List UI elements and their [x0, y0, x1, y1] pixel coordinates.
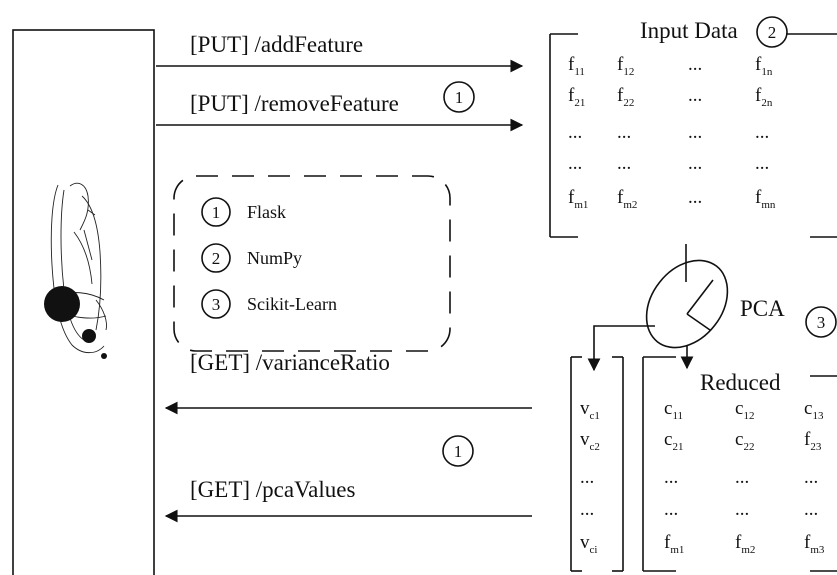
pca-to-variance-arrow	[587, 325, 655, 372]
input-data-cell: ...	[688, 85, 702, 106]
legend-marker-circle	[201, 243, 231, 273]
input-data-cell: ...	[617, 153, 631, 174]
pca-marker-circle	[805, 306, 837, 338]
input-data-cell: f21	[568, 85, 585, 109]
variance-vector-cell: ...	[580, 467, 594, 488]
variance-vector-cell: vci	[580, 532, 597, 556]
pca-label: PCA	[740, 296, 785, 321]
input-data-bracket	[549, 33, 837, 238]
legend-marker-number: 2	[212, 249, 221, 268]
add-feature-label: [PUT] /addFeature	[190, 32, 363, 57]
put-marker-number: 1	[455, 88, 464, 107]
reduced-matrix-cell: ...	[735, 467, 749, 488]
legend-marker-circle	[201, 289, 231, 319]
legend-box	[173, 175, 451, 352]
client-small-dot	[101, 353, 107, 359]
legend-label: NumPy	[247, 248, 302, 268]
pca-gauge-icon	[645, 259, 729, 349]
reduced-matrix: c11 c12 c13 c21 c22 f23.................. fm1 f…	[664, 398, 825, 556]
reduced-matrix-cell: ...	[664, 467, 678, 488]
input-data-cell: f22	[617, 85, 634, 109]
reduced-matrix-cell: c13	[804, 398, 824, 422]
variance-vector: vc1 vc2...... vci	[580, 398, 600, 556]
input-data-cell: ...	[688, 122, 702, 143]
variance-vector-bracket	[570, 356, 624, 572]
input-data-cell: f11	[568, 54, 585, 78]
reduced-matrix-cell: c12	[735, 398, 754, 422]
remove-feature-label: [PUT] /removeFeature	[190, 91, 399, 116]
legend-label: Flask	[247, 202, 286, 222]
input-data-cell: ...	[688, 54, 702, 75]
reduced-matrix-cell: ...	[735, 499, 749, 520]
reduced-matrix-cell: c21	[664, 429, 683, 453]
variance-vector-cell: vc2	[580, 429, 600, 453]
input-data-cell: fm2	[617, 187, 637, 211]
input-data-cell: f2n	[755, 85, 773, 109]
reduced-matrix-cell: fm3	[804, 532, 825, 556]
reduced-matrix-cell: c22	[735, 429, 754, 453]
legend-label: Scikit-Learn	[247, 294, 337, 314]
reduced-matrix-cell: ...	[804, 499, 818, 520]
reduced-matrix-cell: ...	[664, 499, 678, 520]
reduced-matrix-cell: c11	[664, 398, 683, 422]
input-data-cell: fm1	[568, 187, 588, 211]
input-data-cell: ...	[568, 122, 582, 143]
variance-ratio-label: [GET] /varianceRatio	[190, 350, 390, 375]
client-person-icon	[50, 182, 107, 354]
reduced-matrix-cell: fm1	[664, 532, 684, 556]
client-medium-dot	[82, 329, 96, 343]
reduced-matrix-cell: f23	[804, 429, 822, 453]
input-data-title: Input Data	[640, 18, 738, 43]
client-large-dot	[44, 286, 80, 322]
reduced-matrix-bracket	[642, 356, 837, 572]
input-data-cell: ...	[568, 153, 582, 174]
input-data-cell: ...	[755, 153, 769, 174]
client-box	[12, 29, 155, 575]
reduced-matrix-cell: fm2	[735, 532, 755, 556]
input-data-cell: ...	[755, 122, 769, 143]
input-data-matrix: f11 f12... f1n f21 f22... f2n................…	[568, 54, 776, 211]
input-data-cell: ...	[617, 122, 631, 143]
legend-marker-number: 1	[212, 203, 221, 222]
reduced-title: Reduced	[700, 370, 781, 395]
put-marker-circle	[443, 81, 475, 113]
pca-values-label: [GET] /pcaValues	[190, 477, 355, 502]
input-data-marker-number: 2	[768, 23, 777, 42]
input-data-cell: ...	[688, 187, 702, 208]
get-marker-number: 1	[454, 442, 463, 461]
legend-marker-circle	[201, 197, 231, 227]
input-data-cell: ...	[688, 153, 702, 174]
reduced-matrix-cell: ...	[804, 467, 818, 488]
legend-marker-number: 3	[212, 295, 221, 314]
variance-vector-cell: ...	[580, 499, 594, 520]
input-data-marker-circle	[756, 16, 788, 48]
variance-vector-cell: vc1	[580, 398, 600, 422]
pca-marker-number: 3	[817, 313, 826, 332]
input-data-cell: fmn	[755, 187, 776, 211]
input-data-cell: f1n	[755, 54, 773, 78]
get-marker-circle	[442, 435, 474, 467]
input-data-cell: f12	[617, 54, 634, 78]
legend: 1 Flask 2 NumPy 3 Scikit-Learn	[201, 197, 337, 319]
